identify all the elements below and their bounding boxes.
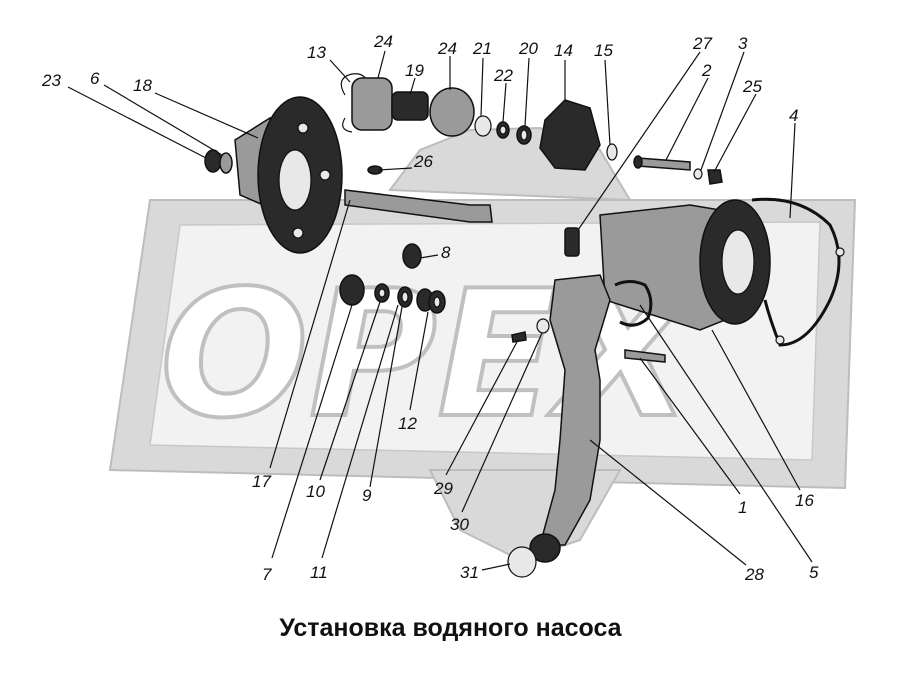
bearing-24a — [351, 77, 393, 131]
callout-25: 25 — [742, 77, 762, 96]
callout-6: 6 — [90, 69, 100, 88]
fitting-27 — [564, 227, 580, 257]
parts — [204, 73, 845, 578]
callout-30: 30 — [450, 515, 469, 534]
callout-28: 28 — [744, 565, 764, 584]
plug-31 — [507, 546, 537, 578]
impeller-14 — [539, 99, 601, 171]
gasket-5 — [614, 280, 653, 327]
callout-20: 20 — [518, 39, 538, 58]
callout-13: 13 — [307, 43, 326, 62]
callout-7: 7 — [262, 565, 272, 584]
callout-16: 16 — [795, 491, 814, 510]
callout-5: 5 — [809, 563, 819, 582]
diagram-caption: Установка водяного насоса — [279, 614, 622, 642]
bolt-2 — [637, 157, 691, 171]
callout-29: 29 — [433, 479, 453, 498]
washer-6 — [219, 152, 233, 174]
bearing-24b — [429, 87, 475, 137]
callout-3: 3 — [738, 34, 748, 53]
ring-21 — [474, 115, 492, 137]
callout-4: 4 — [789, 106, 798, 125]
washer-30 — [536, 318, 550, 334]
shaft-17 — [344, 189, 493, 223]
callout-19: 19 — [405, 61, 424, 80]
seal-8 — [402, 243, 422, 269]
stud-1 — [624, 349, 666, 363]
watermark-logo: OPEX — [108, 126, 857, 562]
callout-24b: 24 — [437, 39, 457, 58]
ring-7 — [339, 274, 365, 306]
callout-26: 26 — [413, 152, 433, 171]
callout-labels: 23 6 18 13 24 19 24 21 22 20 14 15 27 3 … — [41, 32, 819, 584]
callout-10: 10 — [306, 482, 325, 501]
callout-22: 22 — [493, 66, 513, 85]
callout-11: 11 — [310, 563, 328, 582]
callout-17: 17 — [252, 472, 271, 491]
callout-2: 2 — [701, 61, 712, 80]
callout-8: 8 — [441, 243, 451, 262]
callout-9: 9 — [362, 486, 372, 505]
callout-15: 15 — [594, 41, 613, 60]
callout-31: 31 — [460, 563, 479, 582]
callout-1: 1 — [738, 498, 747, 517]
pipe-28 — [539, 274, 611, 546]
callout-12: 12 — [398, 414, 417, 433]
callout-24a: 24 — [373, 32, 393, 51]
callout-14: 14 — [554, 41, 573, 60]
callout-27: 27 — [692, 34, 712, 53]
gasket-4 — [751, 197, 841, 347]
screw-29 — [511, 331, 527, 343]
sleeve-19 — [391, 91, 429, 121]
callout-23: 23 — [41, 71, 61, 90]
leader-lines — [67, 50, 813, 571]
callout-18: 18 — [133, 76, 152, 95]
callout-21: 21 — [472, 39, 492, 58]
ring-15 — [606, 143, 618, 161]
nut-25 — [707, 169, 723, 185]
washer-3 — [693, 168, 703, 180]
